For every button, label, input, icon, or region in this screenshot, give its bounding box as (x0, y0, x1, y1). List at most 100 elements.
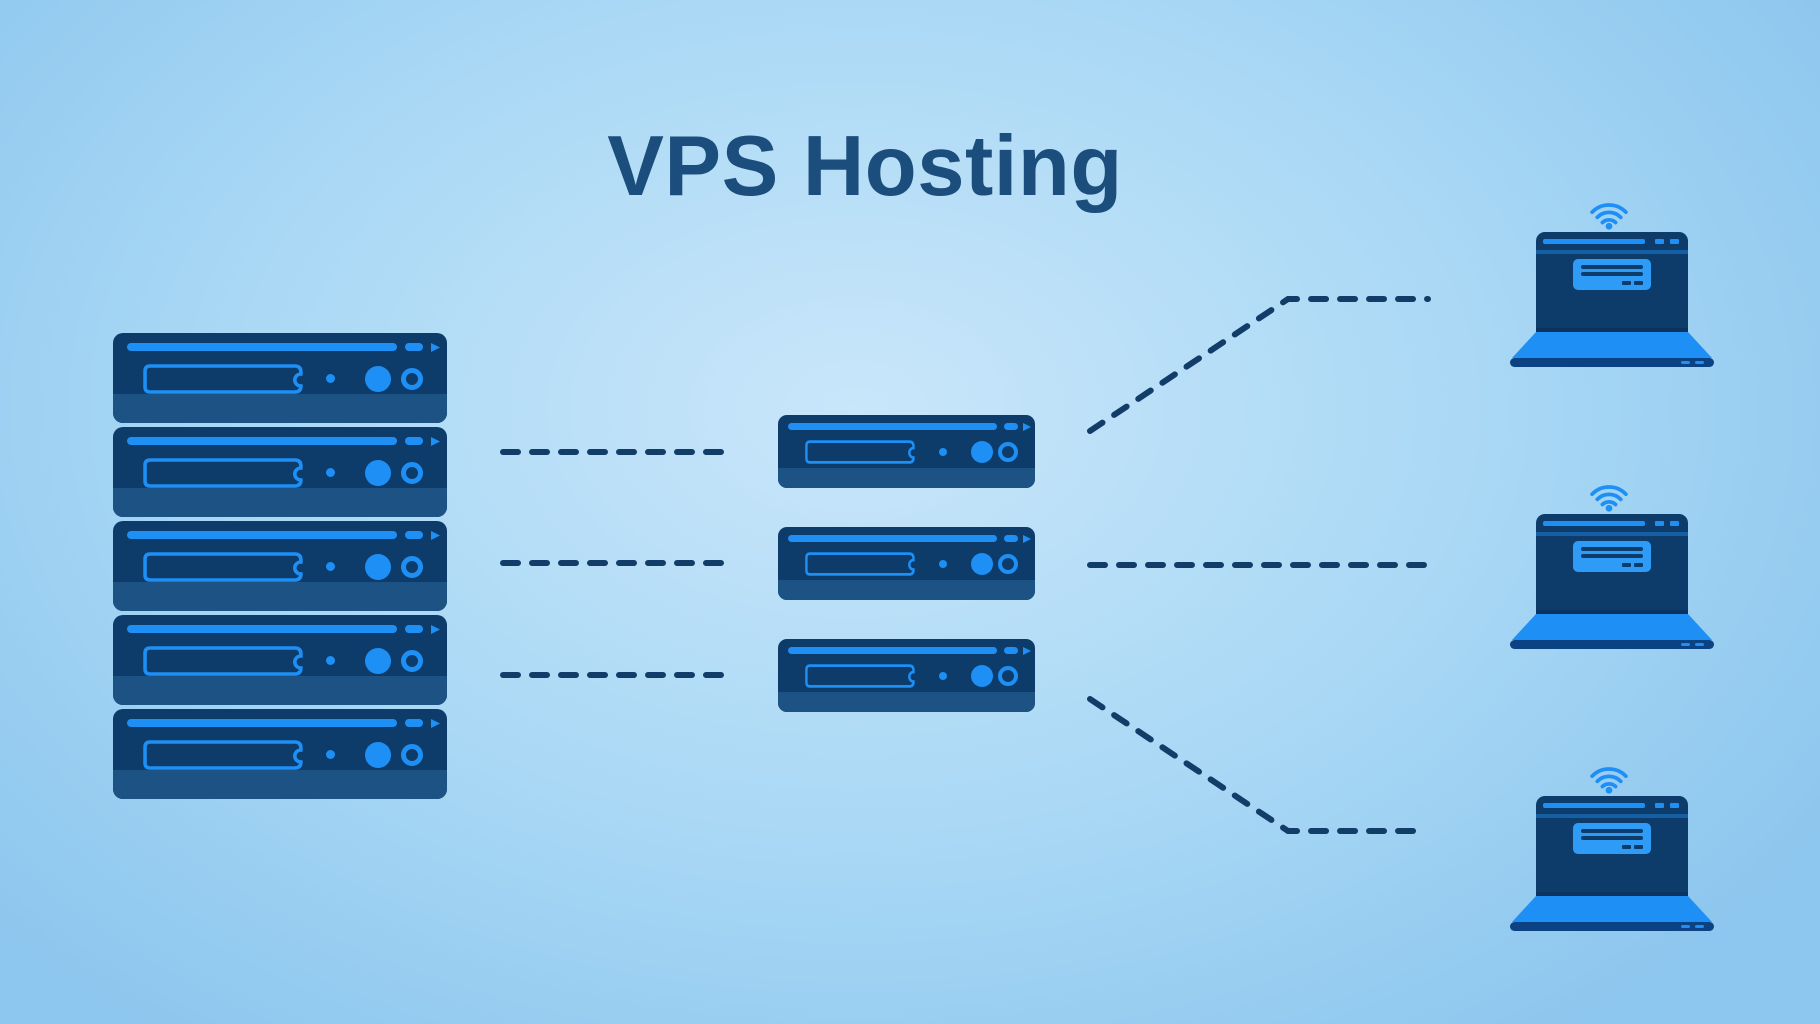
indicator-bar (127, 343, 397, 351)
drive-bay-icon (805, 664, 915, 688)
screen-content-card (1573, 541, 1651, 572)
server-chassis-band (778, 692, 1035, 712)
laptop-screen (1536, 232, 1688, 332)
window-control-icon (1655, 803, 1664, 808)
server-chassis-band (113, 394, 447, 423)
indicator-dash (405, 437, 423, 445)
laptop-screen (1536, 514, 1688, 614)
card-text-line (1581, 547, 1643, 551)
card-text-line (1581, 554, 1643, 558)
vps1-to-laptop1-line (1087, 296, 1431, 434)
wifi-icon (1590, 485, 1628, 512)
card-text-line (1581, 836, 1643, 840)
rack-server-unit (113, 333, 447, 423)
power-ring-icon (401, 368, 423, 390)
wifi-icon (1590, 203, 1628, 230)
foot-dash (1695, 925, 1704, 928)
card-text-line (1581, 265, 1643, 269)
vps-server-unit (778, 415, 1035, 488)
card-text-line (1581, 829, 1643, 833)
server-chassis-band (113, 770, 447, 799)
client-laptop (1510, 200, 1714, 370)
screen-divider-line (1536, 814, 1688, 818)
server-chassis-band (778, 580, 1035, 600)
indicator-arrow-icon (1023, 535, 1031, 543)
indicator-bar (788, 535, 997, 542)
screen-divider-line (1536, 532, 1688, 536)
screen-divider-line (1536, 250, 1688, 254)
indicator-arrow-icon (1023, 647, 1031, 655)
server-chassis-band (113, 676, 447, 705)
rack-server-unit (113, 521, 447, 611)
indicator-dash (1004, 647, 1018, 654)
drive-bay-icon (143, 740, 303, 770)
card-dash (1622, 281, 1631, 285)
vps-server-column (778, 415, 1035, 751)
indicator-dash (1004, 423, 1018, 430)
power-ring-icon (401, 650, 423, 672)
power-ring-icon (998, 554, 1018, 574)
client-laptop-column (1510, 200, 1716, 1024)
indicator-arrow-icon (431, 531, 440, 540)
indicator-arrow-icon (431, 343, 440, 352)
indicator-dash (405, 531, 423, 539)
power-button (365, 366, 391, 392)
drive-bay-icon (805, 552, 915, 576)
power-button (971, 553, 993, 575)
indicator-arrow-icon (431, 437, 440, 446)
screen-titlebar-line (1543, 521, 1645, 526)
vps-server-unit (778, 527, 1035, 600)
screen-titlebar-line (1543, 803, 1645, 808)
indicator-bar (788, 423, 997, 430)
screen-titlebar-line (1543, 239, 1645, 244)
indicator-bar (127, 625, 397, 633)
wifi-icon (1590, 767, 1628, 794)
foot-dash (1681, 925, 1690, 928)
foot-dash (1695, 361, 1704, 364)
window-control-icon (1670, 803, 1679, 808)
screen-content-card (1573, 823, 1651, 854)
power-button (365, 742, 391, 768)
drive-bay-icon (143, 458, 303, 488)
card-dash (1622, 563, 1631, 567)
indicator-bar (127, 437, 397, 445)
foot-dash (1681, 643, 1690, 646)
window-control-icon (1670, 521, 1679, 526)
indicator-dash (405, 625, 423, 633)
rack-server-unit (113, 615, 447, 705)
status-dot (326, 374, 335, 383)
indicator-arrow-icon (431, 719, 440, 728)
foot-dash (1695, 643, 1704, 646)
indicator-dash (1004, 535, 1018, 542)
drive-bay-icon (143, 552, 303, 582)
power-button (365, 460, 391, 486)
indicator-arrow-icon (431, 625, 440, 634)
laptop-foot (1510, 922, 1714, 931)
card-text-line (1581, 272, 1643, 276)
status-dot (939, 448, 947, 456)
drive-bay-icon (805, 440, 915, 464)
card-dash (1634, 281, 1643, 285)
laptop-base (1512, 614, 1712, 640)
power-ring-icon (401, 744, 423, 766)
status-dot (939, 672, 947, 680)
drive-bay-icon (143, 364, 303, 394)
server-chassis-band (778, 468, 1035, 488)
vps3-to-laptop3-line (1087, 696, 1429, 834)
laptop-screen (1536, 796, 1688, 896)
card-dash (1634, 563, 1643, 567)
window-control-icon (1655, 239, 1664, 244)
power-ring-icon (401, 462, 423, 484)
indicator-bar (127, 719, 397, 727)
indicator-bar (788, 647, 997, 654)
indicator-dash (405, 343, 423, 351)
power-ring-icon (998, 442, 1018, 462)
window-control-icon (1655, 521, 1664, 526)
vps-server-unit (778, 639, 1035, 712)
power-button (365, 648, 391, 674)
status-dot (326, 562, 335, 571)
client-laptop (1510, 482, 1714, 652)
power-button (971, 665, 993, 687)
